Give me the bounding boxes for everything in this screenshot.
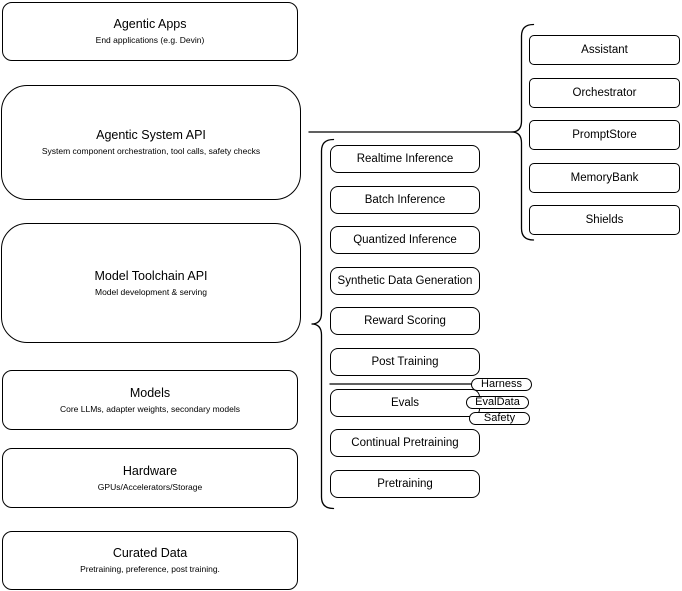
node-subtitle: End applications (e.g. Devin) — [95, 35, 205, 45]
node-hardware: Hardware GPUs/Accelerators/Storage — [2, 448, 298, 508]
node-orchestrator: Orchestrator — [529, 78, 680, 108]
node-title: Hardware — [122, 463, 178, 478]
node-eval-tag-evaldata: EvalData — [466, 396, 529, 409]
node-memorybank: MemoryBank — [529, 163, 680, 193]
node-evals: Evals — [330, 389, 480, 417]
node-curated-data: Curated Data Pretraining, preference, po… — [2, 531, 298, 590]
node-realtime-inference: Realtime Inference — [330, 145, 480, 173]
node-title: Curated Data — [112, 546, 188, 560]
node-batch-inference: Batch Inference — [330, 186, 480, 214]
node-subtitle: Model development & serving — [95, 286, 207, 297]
node-reward-scoring: Reward Scoring — [330, 307, 480, 335]
node-title: Agentic Apps — [113, 17, 187, 31]
node-assistant: Assistant — [529, 35, 680, 65]
node-continual-pretraining: Continual Pretraining — [330, 429, 480, 457]
node-subtitle: Pretraining, preference, post training. — [80, 564, 220, 574]
node-eval-tag-safety: Safety — [469, 411, 530, 425]
node-shields: Shields — [529, 205, 680, 235]
node-title: Models — [129, 385, 171, 400]
node-model-toolchain-api: Model Toolchain API Model development & … — [1, 223, 301, 343]
node-title: Model Toolchain API — [94, 268, 208, 283]
node-title: Agentic System API — [96, 128, 206, 142]
node-eval-tag-harness: Harness — [471, 377, 532, 391]
node-models: Models Core LLMs, adapter weights, secon… — [2, 370, 298, 430]
node-promptstore: PromptStore — [529, 120, 680, 150]
node-agentic-system-api: Agentic System API System component orch… — [1, 85, 301, 200]
node-subtitle: Core LLMs, adapter weights, secondary mo… — [59, 403, 240, 414]
node-subtitle: GPUs/Accelerators/Storage — [97, 481, 203, 492]
node-synthetic-data-generation: Synthetic Data Generation — [330, 267, 480, 295]
node-pretraining: Pretraining — [330, 470, 480, 498]
node-agentic-apps: Agentic Apps End applications (e.g. Devi… — [2, 2, 298, 61]
node-post-training: Post Training — [330, 348, 480, 376]
node-subtitle: System component orchestration, tool cal… — [41, 146, 261, 156]
node-quantized-inference: Quantized Inference — [330, 226, 480, 254]
